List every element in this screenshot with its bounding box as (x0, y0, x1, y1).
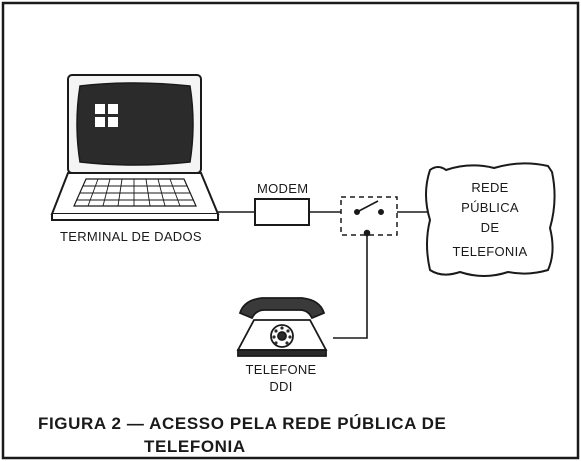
network-label-line-3: DE (481, 220, 500, 235)
connection-lines (218, 211, 428, 339)
network-label-line-1: REDE (471, 180, 508, 195)
modem-label: MODEM (257, 181, 308, 196)
phone-label-line-1: TELEFONE (245, 362, 316, 377)
network-label-line-2: PÚBLICA (461, 200, 519, 215)
network-label-line-4: TELEFONIA (453, 244, 528, 259)
telephone-icon (236, 297, 328, 357)
terminal-computer-icon (50, 74, 220, 221)
figure-caption-line-1: FIGURA 2 — ACESSO PELA REDE PÚBLICA DE (38, 414, 447, 433)
figure-caption-line-2: TELEFONIA (144, 437, 246, 456)
public-network-cloud (425, 162, 556, 277)
modem-box (254, 198, 310, 226)
phone-label-line-2: DDI (269, 379, 292, 394)
line-switch (340, 196, 398, 237)
terminal-label: TERMINAL DE DADOS (60, 229, 202, 244)
